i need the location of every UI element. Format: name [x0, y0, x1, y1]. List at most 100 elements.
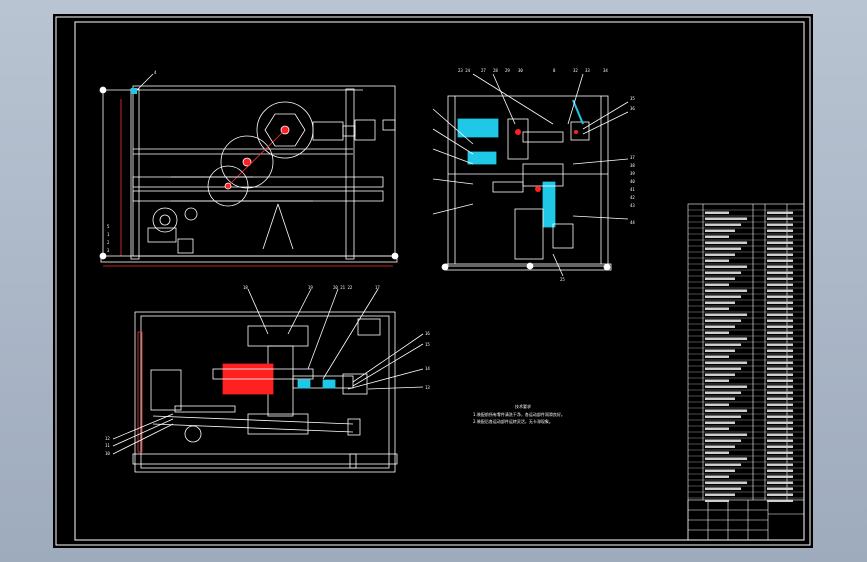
parts-list-entry-glyphs: [767, 397, 793, 400]
balloon-side-top-1: 23 24: [458, 68, 471, 73]
balloon-side-top-7: 32: [573, 68, 578, 73]
parts-list-entry-glyphs: [767, 475, 793, 478]
parts-list-entry-glyphs: [767, 361, 793, 364]
parts-list-entry-glyphs: [705, 385, 747, 388]
parts-list-entry-glyphs: [705, 211, 729, 214]
balloon-side-right-9: 43: [630, 203, 635, 208]
parts-list-entry-glyphs: [705, 403, 729, 406]
balloon-front-left-4: 3: [107, 248, 110, 253]
balloon-side-right-6: 40: [630, 179, 635, 184]
parts-list-entry-glyphs: [767, 241, 793, 244]
parts-list-entry-glyphs: [767, 283, 793, 286]
parts-list-entry-glyphs: [705, 349, 735, 352]
parts-list-entry-glyphs: [767, 277, 793, 280]
parts-list-entry-glyphs: [705, 313, 747, 316]
inner-frame: [74, 21, 805, 541]
balloon-front-left-3: 2: [107, 240, 110, 245]
parts-list-entry-glyphs: [767, 229, 793, 232]
balloon-side-right-1: 35: [630, 96, 635, 101]
parts-list-entry-glyphs: [705, 271, 741, 274]
balloon-side-right-2: 36: [630, 106, 635, 111]
parts-list-entry-glyphs: [767, 313, 793, 316]
side-view-red-accents: [515, 129, 578, 192]
balloon-side-top-6: 8: [553, 68, 556, 73]
balloon-side-top-4: 29: [505, 68, 510, 73]
parts-list-entry-glyphs: [767, 265, 793, 268]
parts-list-entry-glyphs: [767, 349, 793, 352]
parts-list-entry-glyphs: [705, 229, 735, 232]
parts-list-entry-glyphs: [705, 331, 729, 334]
parts-list-entry-glyphs: [705, 481, 747, 484]
balloon-plan-left-2: 11: [105, 443, 110, 448]
parts-list-entry-glyphs: [767, 481, 793, 484]
parts-list-entry-glyphs: [705, 445, 735, 448]
parts-list-entry-glyphs: [767, 427, 793, 430]
parts-list-entry-glyphs: [767, 367, 793, 370]
balloon-plan-right-3: 14: [425, 366, 430, 371]
parts-list-entry-glyphs: [767, 331, 793, 334]
parts-list-entry-glyphs: [705, 283, 729, 286]
parts-list-entry-glyphs: [767, 493, 793, 496]
parts-list-entry-glyphs: [767, 451, 793, 454]
balloon-plan-left-1: 12: [105, 436, 110, 441]
parts-list-entry-glyphs: [767, 385, 793, 388]
parts-list-entry-glyphs: [705, 457, 747, 460]
parts-list-entry-glyphs: [767, 325, 793, 328]
side-view: [432, 73, 629, 277]
parts-list-entry-glyphs: [767, 379, 793, 382]
parts-list-entry-glyphs: [705, 217, 747, 220]
balloon-side-top-2: 27: [481, 68, 486, 73]
parts-list-entry-glyphs: [767, 391, 793, 394]
parts-list-entry-glyphs: [705, 241, 747, 244]
parts-list-entry-glyphs: [705, 295, 741, 298]
parts-list-entry-glyphs: [705, 433, 747, 436]
balloon-plan-right-2: 15: [425, 342, 430, 347]
parts-list-entry-glyphs: [705, 289, 747, 292]
balloon-side-top-9: 34: [603, 68, 608, 73]
parts-list-entry-glyphs: [705, 355, 729, 358]
balloon-front-left-2: 1: [107, 232, 110, 237]
outer-frame: [55, 16, 811, 546]
parts-list-entry-glyphs: [705, 319, 741, 322]
parts-list-entry-glyphs: [767, 217, 793, 220]
parts-list-entry-glyphs: [767, 319, 793, 322]
parts-list-entry-glyphs: [705, 325, 735, 328]
balloon-plan-right-1: 16: [425, 331, 430, 336]
parts-list-entry-glyphs: [767, 271, 793, 274]
parts-list-entry-glyphs: [705, 421, 735, 424]
parts-list-entry-glyphs: [767, 487, 793, 490]
parts-list-entry-glyphs: [705, 235, 729, 238]
parts-list-entry-glyphs: [767, 343, 793, 346]
parts-list-entry-glyphs: [767, 307, 793, 310]
parts-list-entry-glyphs: [767, 223, 793, 226]
note-line-2: 2.装配后各运动部件运转灵活，无卡滞现象。: [473, 418, 553, 424]
balloon-plan-left-3: 10: [105, 451, 110, 456]
parts-list-entry-glyphs: [705, 493, 735, 496]
parts-list-entry-glyphs: [767, 301, 793, 304]
parts-list-entry-glyphs: [705, 253, 735, 256]
parts-list-entry-glyphs: [767, 439, 793, 442]
parts-list-entry-glyphs: [767, 295, 793, 298]
parts-list-entry-glyphs: [767, 421, 793, 424]
balloon-plan-top-4: 17: [375, 285, 380, 290]
cad-drawing: 4 5 1 2 3: [55, 16, 811, 546]
parts-list-entry-glyphs: [705, 307, 729, 310]
parts-list-entry-glyphs: [705, 469, 735, 472]
parts-list-entry-glyphs: [705, 379, 729, 382]
balloon-plan-top-3: 20 21 22: [333, 285, 353, 290]
parts-list-entry-glyphs: [705, 463, 741, 466]
balloon-side-top-8: 33: [585, 68, 590, 73]
balloon-side-right-7: 41: [630, 187, 635, 192]
parts-list-entry-glyphs: [767, 253, 793, 256]
balloon-plan-right-4: 13: [425, 385, 430, 390]
balloon-side-top-3: 28: [493, 68, 498, 73]
balloon-front-top: 4: [154, 70, 157, 75]
parts-list-entry-glyphs: [705, 277, 735, 280]
parts-list-entry-glyphs: [767, 469, 793, 472]
parts-list-entry-glyphs: [767, 373, 793, 376]
parts-list-entry-glyphs: [705, 361, 747, 364]
balloon-side-bottom: 25: [560, 277, 565, 282]
parts-list-entry-glyphs: [767, 433, 793, 436]
parts-list-entry-glyphs: [767, 259, 793, 262]
parts-list-entry-glyphs: [705, 247, 741, 250]
